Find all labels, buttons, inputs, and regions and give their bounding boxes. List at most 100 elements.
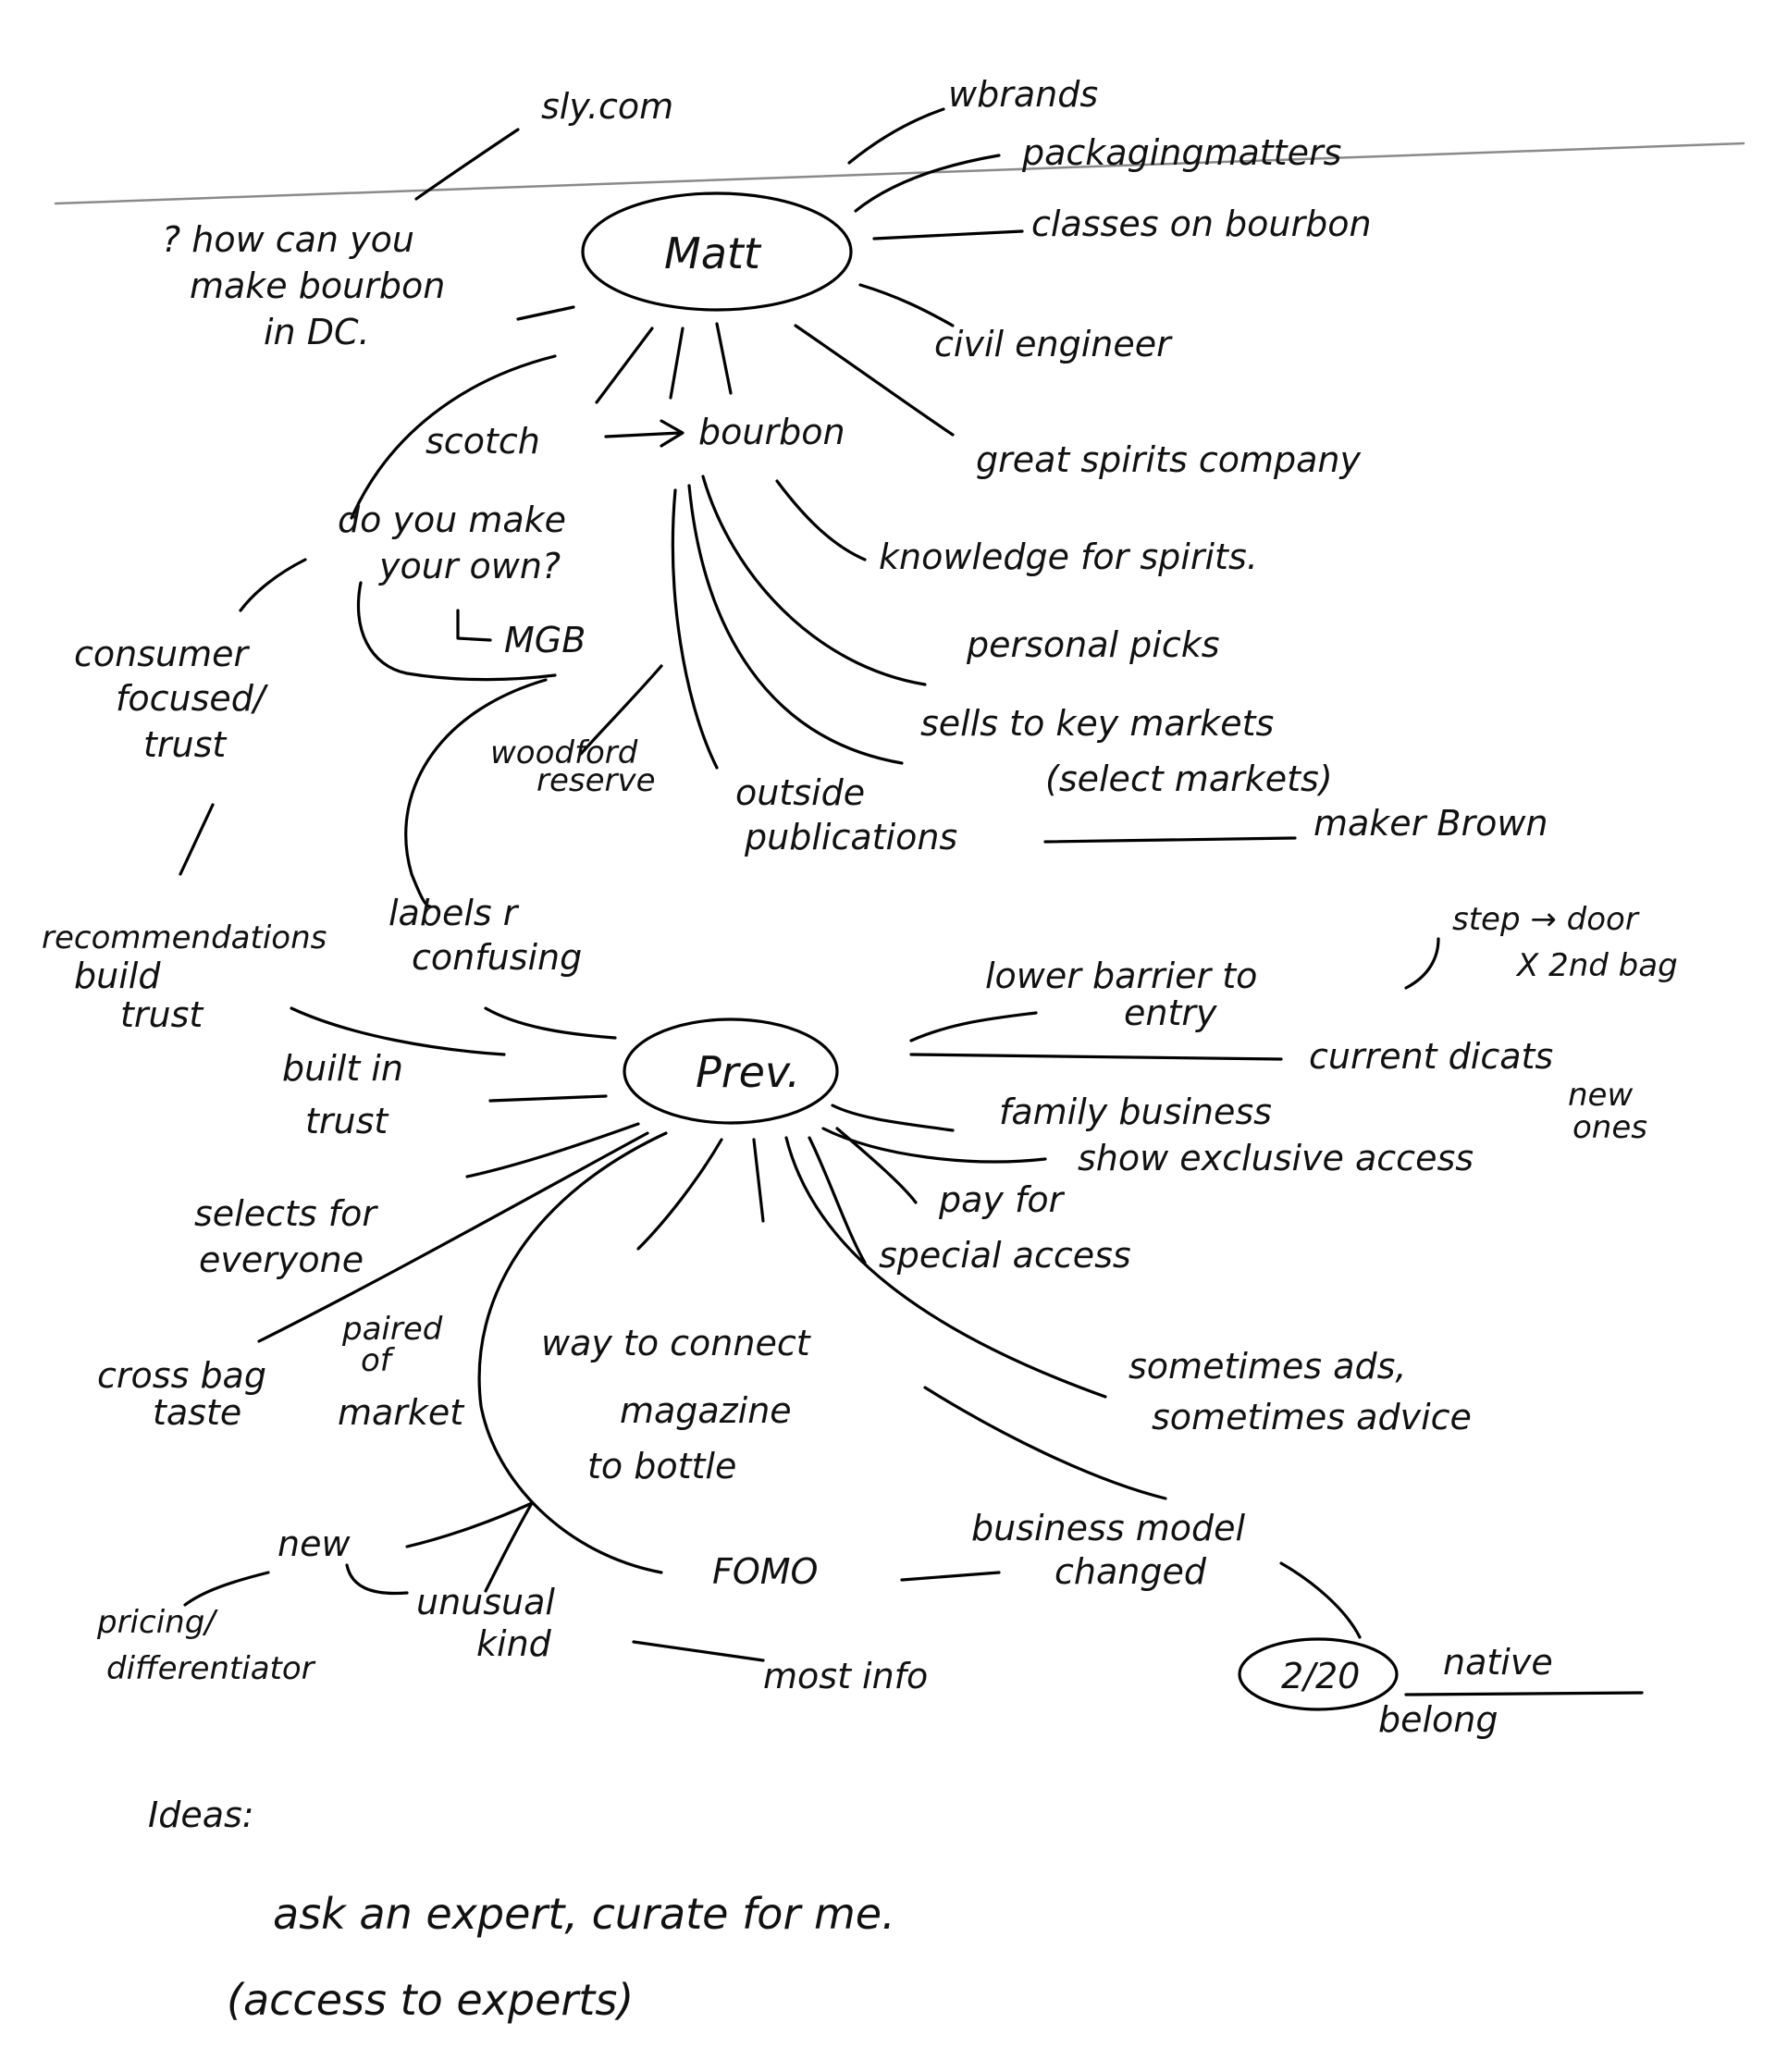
prev-branch-most-info: most info <box>763 1656 928 1696</box>
prev-branch-connect: way to connect <box>541 1323 812 1363</box>
prev-branch-new-ones-2: ones <box>1572 1109 1647 1146</box>
prev-link-connect-b <box>636 1138 723 1251</box>
matt-branch-maker: maker Brown <box>1314 803 1548 844</box>
hub-matt-circle <box>581 191 853 312</box>
bourbon-link-sells <box>687 484 904 765</box>
prev-branch-paired-1: paired <box>341 1311 443 1348</box>
matt-branch-woodford-2: reserve <box>536 762 656 799</box>
prev-link-fomo <box>477 1131 668 1574</box>
prev-branch-special: special access <box>879 1235 1131 1276</box>
prev-branch-paired-2: of <box>361 1342 396 1379</box>
lower-to-step <box>1404 937 1440 990</box>
prev-branch-magazine-1: magazine <box>620 1390 792 1431</box>
matt-link-classes <box>872 229 1024 240</box>
arrow-scotch-to-bourbon <box>604 431 682 438</box>
prev-branch-second: X 2nd bag <box>1515 947 1678 984</box>
ideas-line-2: (access to experts) <box>227 1975 634 2025</box>
hub-matt-label: Matt <box>664 228 762 278</box>
matt-link-a <box>669 327 684 400</box>
link-to-labels <box>404 678 548 908</box>
matt-link-make-own <box>350 354 557 520</box>
prev-branch-magazine-2: to bottle <box>587 1446 736 1486</box>
matt-branch-classes: classes on bourbon <box>1031 204 1372 244</box>
prev-link-build-trust <box>290 1006 506 1056</box>
matt-question-line-1: ? how can you <box>162 219 414 260</box>
fomo-link-new <box>405 1501 534 1548</box>
matt-link-question <box>516 305 575 321</box>
new-link-pricing <box>183 1571 270 1607</box>
bourbon-link-knowledge <box>775 479 867 561</box>
ideas-line-1: ask an expert, curate for me. <box>273 1889 895 1939</box>
matt-link-engineer <box>858 283 955 327</box>
matt-link-brands <box>847 107 945 165</box>
prev-link-family <box>831 1104 955 1132</box>
prev-branch-consumer-1: consumer <box>74 634 251 674</box>
prev-link-current <box>909 1053 1283 1061</box>
prev-branch-belong: belong <box>1378 1699 1498 1740</box>
matt-branch-spirits-company: great spirits company <box>976 439 1361 480</box>
outside-to-maker <box>1043 836 1297 844</box>
consumer-link-bottom <box>179 803 215 876</box>
matt-branch-scotch: scotch <box>426 421 540 462</box>
prev-branch-lower-1: lower barrier to <box>985 956 1257 996</box>
bourbon-link-personal <box>701 475 927 686</box>
prev-branch-pay: pay for <box>938 1179 1066 1220</box>
matt-question-line-2: make bourbon <box>190 265 445 306</box>
prev-link-connect <box>752 1138 765 1223</box>
matt-question-line-3: in DC. <box>264 312 370 352</box>
matt-branch-make-own-1: do you make <box>338 500 566 540</box>
prev-branch-current: current dicats <box>1309 1036 1553 1077</box>
prev-link-exclusive <box>821 1127 1047 1164</box>
prev-branch-consumer-2: focused/ <box>116 678 269 719</box>
prev-branch-cross-2: taste <box>153 1392 241 1433</box>
matt-branch-select: (select markets) <box>1045 758 1333 799</box>
business-to-date <box>1279 1561 1362 1639</box>
arrow-scotch-head <box>660 419 684 448</box>
fomo-to-business <box>900 1571 1001 1582</box>
prev-branch-native: native <box>1443 1642 1553 1683</box>
prev-link-cross <box>257 1131 649 1343</box>
make-own-loop <box>356 581 557 682</box>
matt-branch-make-own-2: your own? <box>378 546 561 586</box>
prev-link-built-in <box>488 1094 608 1103</box>
fomo-link-unusual <box>484 1501 534 1593</box>
prev-link-labels <box>484 1006 617 1040</box>
prev-branch-business-1: business model <box>971 1508 1245 1548</box>
prev-branch-selects-2: everyone <box>199 1240 364 1280</box>
prev-branch-selects-1: selects for <box>194 1193 378 1234</box>
prev-branch-new: new <box>278 1523 351 1564</box>
matt-link-sly <box>414 128 520 201</box>
prev-branch-recommend: recommendations <box>42 919 327 956</box>
matt-branch-knowledge: knowledge for spirits. <box>879 536 1258 577</box>
matt-branch-sly: sly.com <box>541 86 673 127</box>
prev-branch-labels-1: labels r <box>388 893 520 933</box>
prev-branch-consumer-3: trust <box>143 724 228 765</box>
prev-branch-ads: sometimes ads, <box>1128 1346 1406 1387</box>
prev-branch-labels-2: confusing <box>412 937 582 978</box>
matt-branch-mgb: MGB <box>504 620 586 660</box>
prev-link-pay <box>835 1127 918 1204</box>
matt-link-scotch <box>595 327 654 404</box>
consumer-link-top <box>239 558 307 612</box>
prev-branch-pricing-2: differentiator <box>106 1650 316 1687</box>
prev-link-selects <box>465 1122 640 1178</box>
prev-branch-build-trust-2: trust <box>120 994 204 1035</box>
page-rule-line <box>54 142 1745 205</box>
native-underline <box>1404 1691 1644 1696</box>
matt-branch-personal: personal picks <box>966 624 1220 665</box>
matt-link-spirits <box>794 324 955 437</box>
bourbon-link-woodford <box>579 664 663 756</box>
ideas-heading: Ideas: <box>148 1794 254 1835</box>
prev-branch-unusual-2: kind <box>476 1623 552 1664</box>
prev-branch-market: market <box>338 1392 465 1433</box>
matt-link-b <box>715 322 733 395</box>
prev-branch-pricing-1: pricing/ <box>96 1604 218 1641</box>
prev-branch-family: family business <box>999 1092 1272 1132</box>
prev-link-special <box>808 1136 867 1264</box>
matt-branch-engineer: civil engineer <box>934 324 1173 364</box>
hub-prev-circle <box>623 1018 839 1125</box>
date-circle <box>1238 1637 1399 1711</box>
prev-link-lower <box>909 1011 1038 1042</box>
prev-branch-advice: sometimes advice <box>1152 1397 1472 1437</box>
